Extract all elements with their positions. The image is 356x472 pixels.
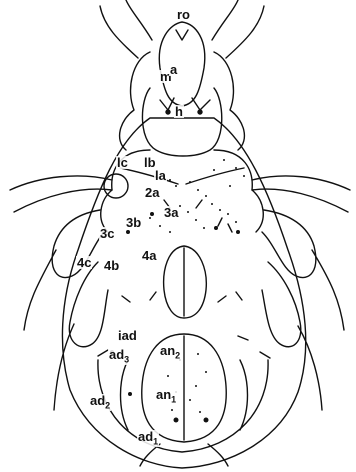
- rostrum-tip: [176, 30, 188, 40]
- leg-2-left: [10, 176, 112, 190]
- rostrum: [159, 22, 204, 106]
- label-ad1: ad1: [137, 430, 159, 447]
- prodorsum-right: [214, 52, 244, 150]
- label-3b: 3b: [125, 216, 142, 229]
- label-4b: 4b: [103, 259, 120, 272]
- trochanter-left: [104, 174, 128, 198]
- adanal-curve-left: [121, 360, 129, 430]
- apodeme-right: [186, 168, 244, 184]
- label-h: h: [174, 105, 184, 118]
- label-an2: an2: [159, 344, 181, 361]
- label-a: a: [169, 63, 178, 76]
- leg-3-right: [262, 210, 316, 278]
- leg-1-right: [212, 0, 238, 40]
- leg-4-right: [262, 262, 301, 347]
- label-la: la: [154, 169, 167, 182]
- label-ad3: ad3: [108, 348, 130, 365]
- leg-2-left-b: [14, 189, 112, 212]
- label-3a: 3a: [163, 206, 179, 219]
- leg-1-left: [126, 0, 152, 40]
- leg-1b-left: [100, 6, 138, 58]
- label-lc: lc: [116, 156, 129, 169]
- genital-plate: [164, 246, 207, 318]
- label-2a: 2a: [144, 186, 160, 199]
- label-ro: ro: [176, 8, 191, 21]
- label-4a: 4a: [141, 249, 157, 262]
- label-3c: 3c: [99, 227, 115, 240]
- leg-3-right-tarsus: [312, 250, 344, 330]
- label-4c: 4c: [76, 256, 92, 269]
- label-an1: an1: [155, 388, 177, 405]
- gnathosoma: [142, 88, 221, 156]
- label-iad: iad: [117, 329, 138, 342]
- seta-h-left: [160, 98, 174, 110]
- leg-4-right-tarsus: [298, 326, 322, 410]
- label-ad2: ad2: [89, 394, 111, 411]
- leg-3-left-tarsus: [24, 250, 56, 330]
- seta-h-right: [192, 98, 210, 110]
- leg-1b-right: [226, 6, 264, 58]
- leg-2-right: [252, 176, 350, 190]
- adanal-curve-right: [240, 360, 248, 430]
- apodeme-left: [120, 168, 178, 184]
